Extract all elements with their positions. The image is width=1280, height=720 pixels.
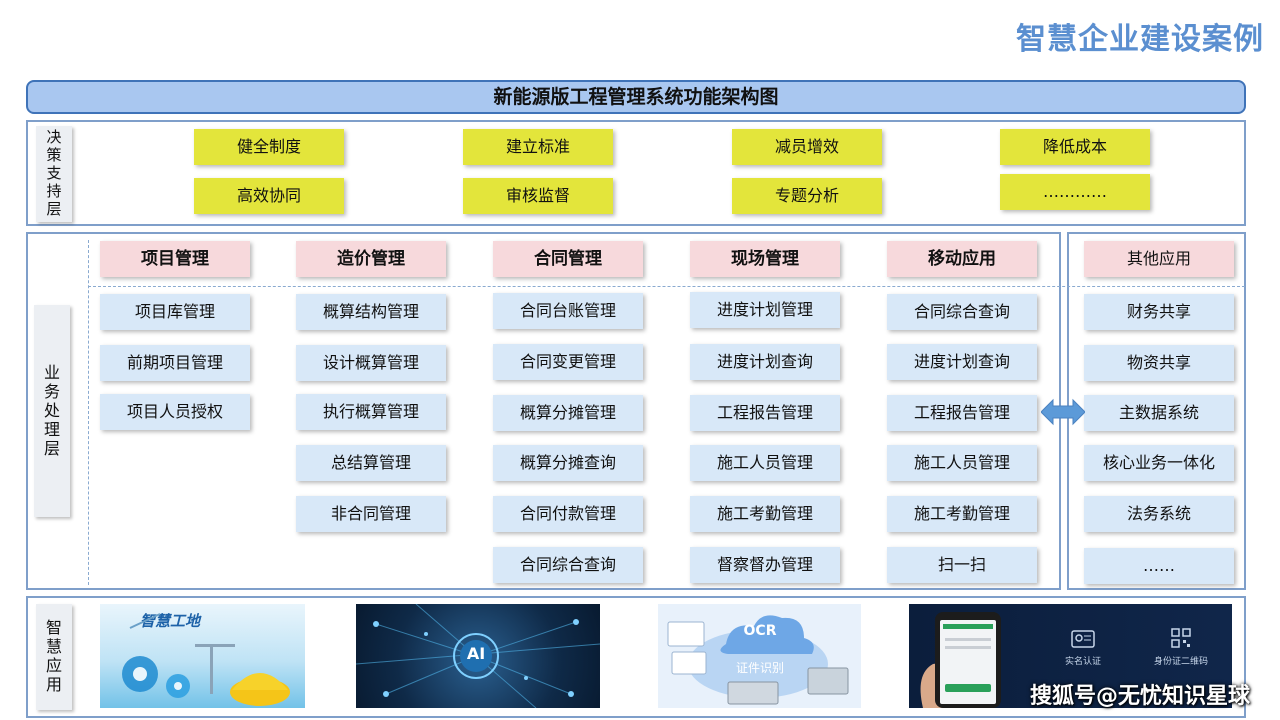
module-item: 扫一扫 [887, 547, 1037, 583]
business-divider [88, 286, 1245, 287]
module-header-project: 项目管理 [100, 241, 250, 277]
module-item: 总结算管理 [296, 445, 446, 481]
module-header-other: 其他应用 [1084, 241, 1234, 277]
decision-item: 高效协同 [194, 178, 344, 214]
decision-item: 专题分析 [732, 178, 882, 214]
diagram-title-banner: 新能源版工程管理系统功能架构图 [26, 80, 1246, 114]
module-item: 进度计划查询 [887, 344, 1037, 380]
other-app-item: 物资共享 [1084, 345, 1234, 381]
smart-site-image: 智慧工地 [100, 604, 305, 708]
module-item: 进度计划查询 [690, 344, 840, 380]
other-app-item: …… [1084, 548, 1234, 584]
module-item: 合同综合查询 [493, 547, 643, 583]
phone-label-idqr: 身份证二维码 [1145, 654, 1217, 667]
decision-layer-label: 决 策 支 持 层 [36, 126, 72, 222]
ocr-caption: 证件识别 [728, 659, 792, 676]
module-item: 施工人员管理 [690, 445, 840, 481]
module-item: 工程报告管理 [887, 395, 1037, 431]
module-item: 督察督办管理 [690, 547, 840, 583]
module-item: 项目人员授权 [100, 394, 250, 430]
qr-code-icon [1171, 628, 1191, 648]
phone-label-realname: 实名认证 [1055, 654, 1111, 667]
decision-item: 审核监督 [463, 178, 613, 214]
id-card-icon [1071, 630, 1095, 648]
module-item: 设计概算管理 [296, 345, 446, 381]
module-item: 概算分摊管理 [493, 395, 643, 431]
module-item: 进度计划管理 [690, 292, 840, 328]
other-app-item: 核心业务一体化 [1084, 445, 1234, 481]
ai-city-image: AI [356, 604, 600, 708]
module-header-mobile: 移动应用 [887, 241, 1037, 277]
module-item: 合同变更管理 [493, 344, 643, 380]
module-header-site: 现场管理 [690, 241, 840, 277]
business-left-divider [88, 240, 89, 585]
corner-title: 智慧企业建设案例 [1016, 14, 1264, 58]
module-item: 非合同管理 [296, 496, 446, 532]
other-app-item: 财务共享 [1084, 294, 1234, 330]
other-app-item: 主数据系统 [1084, 395, 1234, 431]
module-item: 概算分摊查询 [493, 445, 643, 481]
phone-icon [915, 604, 1035, 708]
cloud-icon [658, 604, 861, 708]
decision-item: 健全制度 [194, 129, 344, 165]
watermark-text: 搜狐号@无忧知识星球 [1030, 678, 1250, 710]
smart-layer-label: 智 慧 应 用 [36, 604, 72, 710]
decision-item: 降低成本 [1000, 129, 1150, 165]
module-item: 概算结构管理 [296, 294, 446, 330]
other-app-item: 法务系统 [1084, 496, 1234, 532]
ai-label: AI [460, 644, 492, 663]
ocr-image: OCR 证件识别 [658, 604, 861, 708]
module-header-contract: 合同管理 [493, 241, 643, 277]
decision-item: 建立标准 [463, 129, 613, 165]
module-item: 合同台账管理 [493, 293, 643, 329]
bidirectional-arrow-icon [1041, 398, 1085, 426]
decision-item: ………… [1000, 174, 1150, 210]
module-item: 施工考勤管理 [690, 496, 840, 532]
module-item: 合同付款管理 [493, 496, 643, 532]
module-item: 项目库管理 [100, 294, 250, 330]
gear-icon [100, 604, 305, 708]
module-header-cost: 造价管理 [296, 241, 446, 277]
decision-item: 减员增效 [732, 129, 882, 165]
module-item: 前期项目管理 [100, 345, 250, 381]
module-item: 合同综合查询 [887, 294, 1037, 330]
module-item: 施工考勤管理 [887, 496, 1037, 532]
ocr-label: OCR [738, 623, 782, 639]
module-item: 施工人员管理 [887, 445, 1037, 481]
business-layer-label: 业 务 处 理 层 [34, 305, 70, 517]
module-item: 执行概算管理 [296, 394, 446, 430]
module-item: 工程报告管理 [690, 395, 840, 431]
